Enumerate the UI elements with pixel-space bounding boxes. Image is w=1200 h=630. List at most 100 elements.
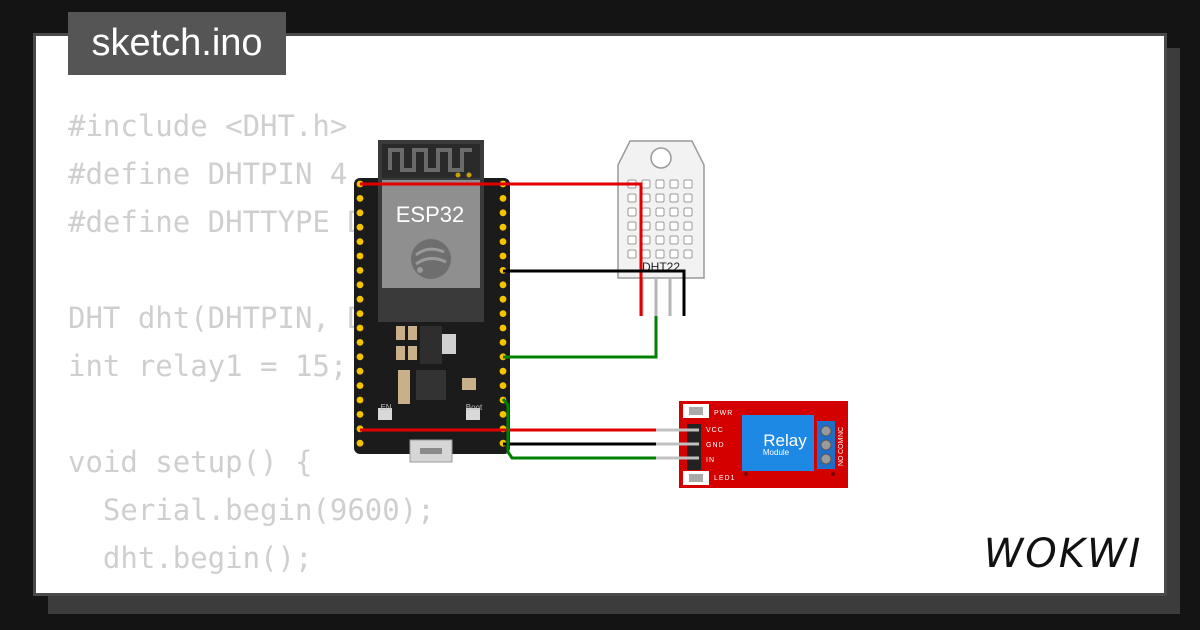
vent-slot — [683, 249, 693, 259]
wokwi-logo-text: WOKWI — [984, 531, 1143, 577]
header-pin[interactable] — [499, 310, 507, 317]
code-line: void setup() { — [68, 445, 313, 479]
usb-uart-chip — [416, 370, 446, 400]
header-pin[interactable] — [356, 295, 364, 303]
header-pin[interactable] — [499, 295, 507, 303]
mounting-hole-icon — [650, 147, 672, 169]
boot-button[interactable] — [466, 408, 480, 420]
screw-terminal-icon — [820, 453, 832, 465]
header-pin[interactable] — [356, 252, 364, 260]
vent-slot — [655, 179, 665, 189]
wire-dht-gnd[interactable] — [503, 269, 686, 316]
relay-com-label: COM — [838, 438, 845, 455]
header-pin[interactable] — [499, 324, 507, 332]
vent-slot — [627, 207, 637, 217]
header-pin[interactable] — [499, 238, 507, 246]
en-button[interactable] — [378, 408, 392, 420]
header-pin[interactable] — [499, 411, 507, 418]
relay-subtitle: Module — [763, 448, 790, 457]
relay-nc-label: NC — [838, 427, 845, 437]
code-line: int relay1 = 15; — [68, 349, 348, 383]
header-pin[interactable] — [499, 223, 507, 231]
vent-slot — [669, 193, 679, 203]
antenna-trace — [388, 148, 472, 172]
vent-slot — [655, 235, 665, 245]
esp32-label: ESP32 — [396, 202, 465, 227]
wokwi-logo: WOKWI — [984, 531, 1143, 577]
wire-relay-in[interactable] — [501, 398, 688, 460]
vent-slot — [683, 221, 693, 231]
relay-pwr-label: PWR — [714, 410, 733, 417]
vent-slot — [627, 221, 637, 231]
vent-slot — [641, 193, 651, 203]
header-pin[interactable] — [499, 367, 507, 375]
header-pin[interactable] — [356, 411, 364, 418]
header-pin[interactable] — [356, 209, 364, 217]
vent-slot — [641, 249, 651, 259]
relay-title: Relay — [763, 431, 807, 450]
vent-slot — [669, 235, 679, 245]
relay-in-label: IN — [706, 457, 715, 464]
header-pin[interactable] — [356, 324, 364, 332]
boot-label: Boot — [466, 403, 483, 412]
header-pin[interactable] — [356, 281, 364, 289]
en-label: EN — [380, 403, 391, 412]
esp32-board[interactable]: ESP32 EN Boot — [354, 140, 510, 463]
espressif-logo-icon — [411, 239, 451, 279]
vent-slot — [669, 207, 679, 217]
vent-slot — [655, 221, 665, 231]
relay-gnd-label: GND — [706, 442, 725, 449]
vent-slot — [683, 193, 693, 203]
header-pin[interactable] — [499, 339, 507, 346]
code-line: #include <DHT.h> — [68, 109, 348, 143]
vent-slot — [641, 179, 651, 189]
header-pin[interactable] — [356, 396, 364, 404]
vent-slot — [627, 193, 637, 203]
screw-terminal-icon — [820, 439, 832, 451]
relay-led-label: LED1 — [714, 475, 736, 482]
header-pin[interactable] — [356, 382, 364, 389]
header-pin[interactable] — [356, 439, 364, 447]
header-pin[interactable] — [356, 310, 364, 317]
pin-header-left — [356, 180, 364, 447]
relay-module[interactable]: PWR LED1 VCC GND IN Relay Module NO COM … — [679, 401, 848, 488]
vent-slot — [627, 249, 637, 259]
vent-slot — [669, 221, 679, 231]
vent-slot — [655, 207, 665, 217]
header-pin[interactable] — [356, 223, 364, 231]
screw-terminal-icon — [820, 425, 832, 437]
dht22-sensor[interactable]: DHT22 — [617, 140, 705, 316]
code-line: dht.begin(); — [68, 541, 313, 575]
vent-slot — [655, 249, 665, 259]
vent-slot — [683, 207, 693, 217]
header-pin[interactable] — [356, 267, 364, 274]
relay-vcc-label: VCC — [706, 427, 724, 434]
wires — [360, 182, 699, 460]
relay-body — [742, 415, 814, 471]
header-pin[interactable] — [356, 195, 364, 202]
code-line: #define DHTPIN 4 — [68, 157, 348, 191]
header-pin[interactable] — [499, 382, 507, 389]
vent-slot — [641, 221, 651, 231]
voltage-regulator — [420, 326, 442, 364]
header-pin[interactable] — [499, 252, 507, 260]
vent-slot — [683, 179, 693, 189]
vent-slot — [683, 235, 693, 245]
header-pin[interactable] — [356, 238, 364, 246]
header-pin[interactable] — [499, 209, 507, 217]
header-pin[interactable] — [356, 339, 364, 346]
header-pin[interactable] — [499, 195, 507, 202]
relay-no-label: NO — [838, 455, 845, 466]
file-tab[interactable]: sketch.ino — [68, 12, 286, 75]
vent-slot — [627, 235, 637, 245]
code-line: pinMode(relay1, OUTPUT); — [68, 582, 522, 593]
wire-dht-data[interactable] — [503, 316, 658, 359]
code-line: Serial.begin(9600); — [68, 493, 435, 527]
vent-slot — [641, 235, 651, 245]
vent-slot — [669, 249, 679, 259]
header-pin[interactable] — [356, 353, 364, 361]
header-pin[interactable] — [356, 367, 364, 375]
vent-slot — [655, 193, 665, 203]
header-pin[interactable] — [499, 281, 507, 289]
